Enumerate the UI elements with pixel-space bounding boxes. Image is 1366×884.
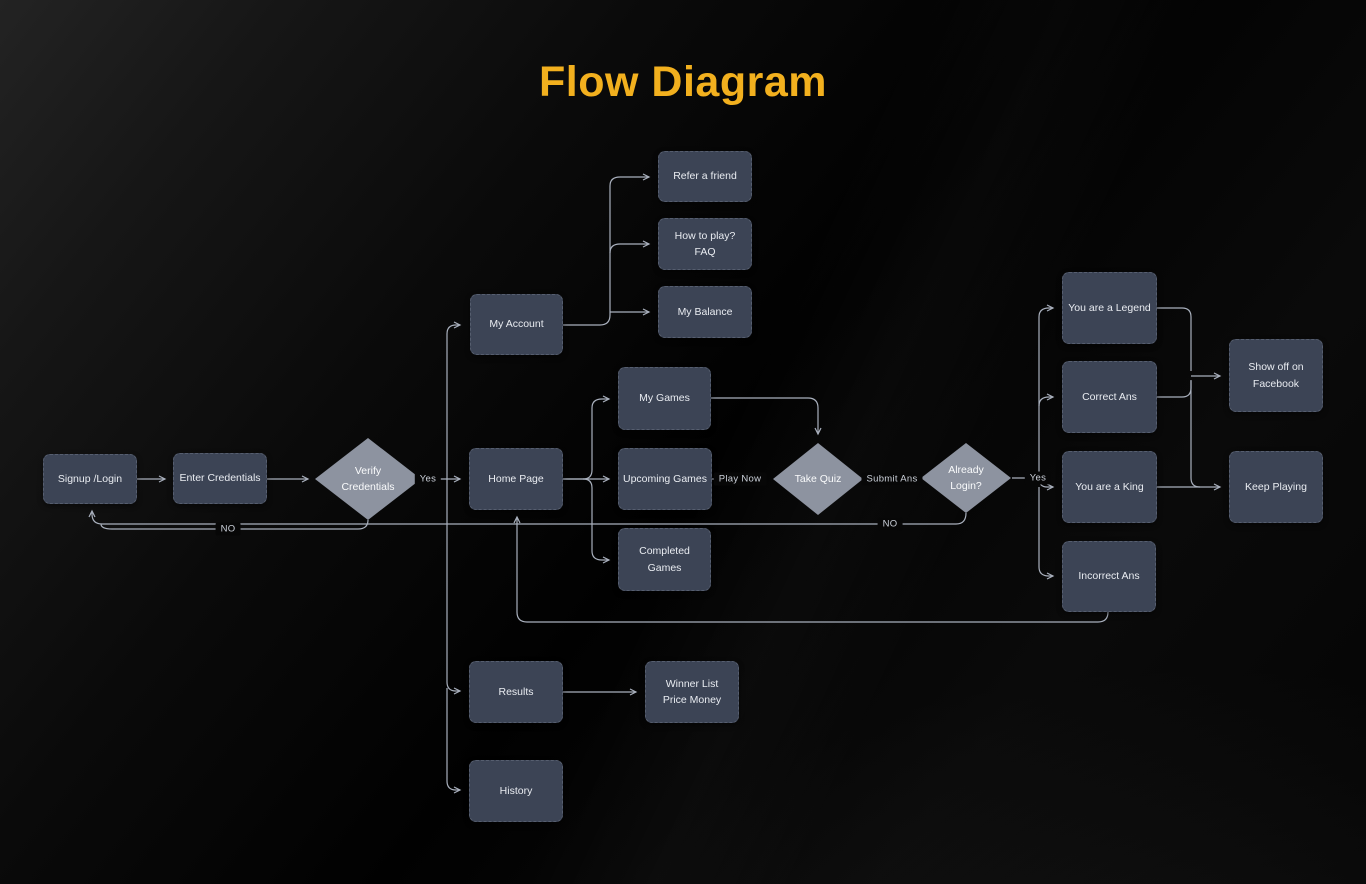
node-label: My Account xyxy=(489,318,544,331)
node-label: You are a Legend xyxy=(1068,301,1151,314)
node-signup-login[interactable]: Signup /Login xyxy=(43,454,137,504)
node-winner-list[interactable]: Winner List Price Money xyxy=(645,661,739,723)
connector-rtrunk-correct xyxy=(1038,397,1053,407)
edge-label-submit-ans: Submit Ans xyxy=(861,472,923,486)
node-label: Take Quiz xyxy=(794,472,842,485)
edge-label-play-now: Play Now xyxy=(713,472,767,486)
connector-myaccount-refer xyxy=(563,177,649,326)
edge-label-yes-already: Yes xyxy=(1024,471,1052,485)
node-label: Home Page xyxy=(488,472,544,485)
page-title: Flow Diagram xyxy=(539,58,827,106)
node-label: My Games xyxy=(639,392,690,405)
node-label: Verify Credentials xyxy=(341,464,395,493)
node-label: Refer a friend xyxy=(673,170,737,183)
node-label: Show off on Facebook xyxy=(1248,361,1304,390)
node-label: My Balance xyxy=(677,305,733,318)
node-label: Incorrect Ans xyxy=(1078,570,1140,583)
node-label: Upcoming Games xyxy=(622,472,708,485)
node-my-balance[interactable]: My Balance xyxy=(658,286,752,338)
node-incorrect-ans[interactable]: Incorrect Ans xyxy=(1062,541,1156,612)
node-label: Correct Ans xyxy=(1082,390,1137,403)
node-history[interactable]: History xyxy=(469,760,563,822)
connector-trunk-results xyxy=(446,479,460,691)
node-correct-ans[interactable]: Correct Ans xyxy=(1062,361,1157,433)
node-how-to-play[interactable]: How to play? FAQ xyxy=(658,218,752,270)
connector-rtrunk-legend xyxy=(1038,308,1053,478)
node-label: Keep Playing xyxy=(1245,480,1307,493)
node-show-off-facebook[interactable]: Show off on Facebook xyxy=(1229,339,1323,412)
node-enter-credentials[interactable]: Enter Credentials xyxy=(173,453,267,504)
connector-rtrunk-incorrect xyxy=(1038,487,1053,576)
connector-home-mygames xyxy=(563,399,609,480)
node-home-page[interactable]: Home Page xyxy=(469,448,563,510)
node-label: Completed Games xyxy=(639,545,690,574)
node-label: Already Login? xyxy=(948,463,984,492)
edge-label-no-verify: NO xyxy=(215,522,241,536)
connector-already-no-feedback xyxy=(92,511,967,525)
node-completed-games[interactable]: Completed Games xyxy=(618,528,711,591)
node-my-games[interactable]: My Games xyxy=(618,367,711,430)
node-label: History xyxy=(499,784,533,797)
connector-trunk-myaccount xyxy=(446,325,460,479)
node-upcoming-games[interactable]: Upcoming Games xyxy=(618,448,712,510)
node-label: How to play? FAQ xyxy=(674,229,736,258)
node-you-are-a-king[interactable]: You are a King xyxy=(1062,451,1157,523)
node-label: Enter Credentials xyxy=(179,472,261,485)
connector-trunk-history xyxy=(446,688,460,790)
node-keep-playing[interactable]: Keep Playing xyxy=(1229,451,1323,523)
node-refer-a-friend[interactable]: Refer a friend xyxy=(658,151,752,202)
node-my-account[interactable]: My Account xyxy=(470,294,563,355)
connector-merge-down xyxy=(1190,380,1201,488)
connector-mygames-quiz xyxy=(711,397,818,434)
node-results[interactable]: Results xyxy=(469,661,563,723)
connector-correct-merge xyxy=(1157,381,1192,398)
connector-incorrect-home-feedback xyxy=(517,517,1109,623)
edge-label-no-already: NO xyxy=(877,517,903,531)
connector-home-completed xyxy=(582,478,609,560)
node-label: Signup /Login xyxy=(57,472,123,485)
edge-label-yes-verify: Yes xyxy=(414,472,442,486)
node-label: Results xyxy=(498,685,534,698)
node-label: You are a King xyxy=(1075,480,1144,493)
connector-trunk-howtoplay xyxy=(609,244,649,254)
connector-legend-merge xyxy=(1157,307,1192,371)
node-label: Winner List Price Money xyxy=(662,677,722,706)
node-you-are-a-legend[interactable]: You are a Legend xyxy=(1062,272,1157,344)
